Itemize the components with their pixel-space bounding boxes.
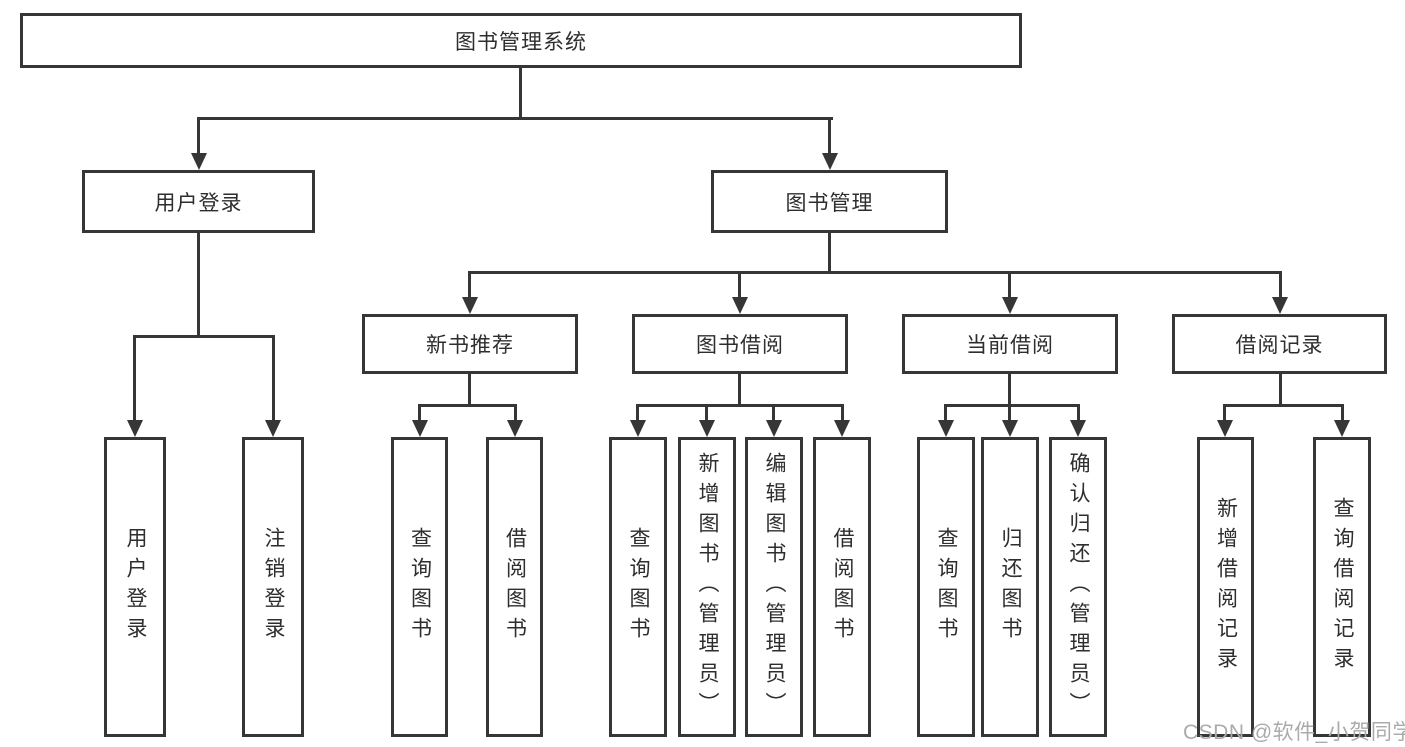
node-label: 借阅图书 [831,527,854,647]
connector-line [636,404,844,407]
arrowhead [412,420,428,437]
arrowhead [938,420,954,437]
connector-line [772,404,775,421]
node-label: 查询图书 [408,527,432,647]
node-label: 归还图书 [999,527,1022,647]
leaf-query-books-borrowing: 查询图书 [609,437,667,737]
arrowhead [462,297,478,314]
node-label: 图书管理系统 [455,30,587,54]
node-label: 借阅图书 [503,527,527,647]
arrowhead [630,420,646,437]
node-new-book-recommend: 新书推荐 [362,314,578,374]
connector-line [418,404,517,407]
node-label: 图书借阅 [696,334,784,357]
connector-line [468,271,1282,274]
arrowhead [1002,420,1018,437]
node-label: 用户登录 [154,191,243,215]
node-label: 注销登录 [262,527,285,647]
arrowhead [507,420,523,437]
node-label: 图书管理 [785,191,874,215]
connector-line [1008,374,1011,407]
connector-line [133,335,275,338]
arrowhead [834,420,850,437]
connector-line [514,404,517,421]
leaf-return-book: 归还图书 [981,437,1039,737]
leaf-user-login: 用户登录 [104,437,166,737]
leaf-query-borrow-record: 查询借阅记录 [1313,437,1371,737]
arrowhead [822,153,838,170]
leaf-query-books-current: 查询图书 [917,437,975,737]
connector-line [468,374,471,407]
leaf-logout: 注销登录 [242,437,304,737]
connector-line [468,271,471,298]
connector-line [636,404,639,421]
connector-line [197,233,200,337]
connector-line [828,117,831,154]
leaf-borrow-books-recommend: 借阅图书 [486,437,543,737]
connector-line [272,335,275,420]
connector-line [1077,404,1080,421]
node-label: 当前借阅 [966,334,1054,357]
node-borrowing-records: 借阅记录 [1172,314,1387,374]
connector-line [418,404,421,421]
connector-line [197,117,200,154]
node-label: 查询借阅记录 [1331,497,1354,677]
connector-line [133,335,136,420]
leaf-confirm-return-admin: 确认归还（管理员） [1049,437,1107,737]
connector-line [738,374,741,407]
arrowhead [1334,420,1350,437]
leaf-query-books-recommend: 查询图书 [391,437,448,737]
arrowhead [1070,420,1086,437]
leaf-add-borrow-record: 新增借阅记录 [1197,437,1254,737]
arrowhead [1272,297,1288,314]
arrowhead [732,297,748,314]
leaf-add-book-admin: 新增图书（管理员） [678,437,736,737]
connector-line [705,404,708,421]
node-label: 借阅记录 [1235,334,1324,357]
arrowhead [127,420,143,437]
arrowhead [699,420,715,437]
node-current-borrowing: 当前借阅 [902,314,1118,374]
connector-line [519,68,522,118]
node-user-login: 用户登录 [82,170,315,233]
node-label: 查询图书 [627,527,650,647]
node-library-system: 图书管理系统 [20,13,1022,68]
leaf-edit-book-admin: 编辑图书（管理员） [745,437,803,737]
arrowhead [766,420,782,437]
connector-line [1223,404,1344,407]
connector-line [197,117,833,120]
node-label: 新增借阅记录 [1214,497,1238,677]
node-label: 查询图书 [935,527,958,647]
connector-line [944,404,1080,407]
csdn-watermark: CSDN @软件_小贺同学 [1183,721,1405,744]
arrowhead [1002,297,1018,314]
connector-line [841,404,844,421]
arrowhead [191,153,207,170]
leaf-borrow-books: 借阅图书 [813,437,871,737]
node-label: 新书推荐 [426,334,514,357]
arrowhead [1217,420,1233,437]
node-book-management: 图书管理 [711,170,948,233]
connector-line [1341,404,1344,421]
connector-line [1279,374,1282,407]
node-label: 用户登录 [124,527,147,647]
connector-line [1279,271,1282,298]
connector-line [1008,271,1011,298]
connector-line [1008,404,1011,421]
connector-line [738,271,741,298]
node-book-borrowing: 图书借阅 [632,314,848,374]
connector-line [828,233,831,274]
node-label: 新增图书（管理员） [696,452,719,722]
node-label: 确认归还（管理员） [1067,452,1090,722]
node-label: 编辑图书（管理员） [763,452,786,722]
connector-line [944,404,947,421]
connector-line [1223,404,1226,421]
arrowhead [265,420,281,437]
